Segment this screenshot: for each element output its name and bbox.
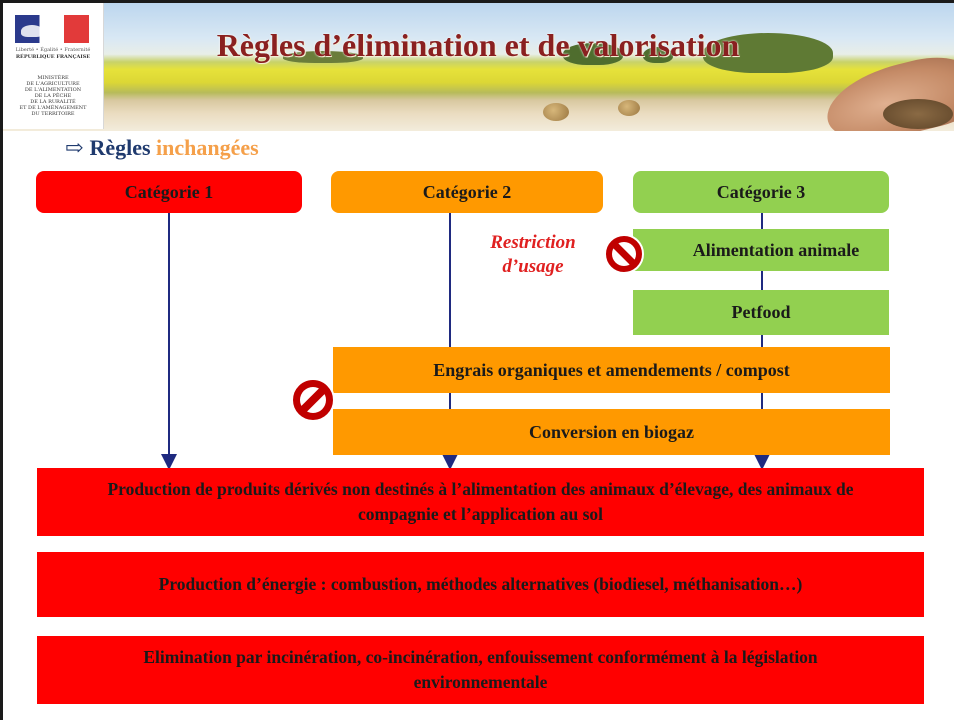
energy-production-box: Production d’énergie : combustion, métho… <box>37 552 924 617</box>
disposal-box: Elimination par incinération, co-incinér… <box>37 636 924 704</box>
right-arrow-icon: ⇨ <box>65 135 84 160</box>
soil-image <box>883 99 953 129</box>
fertilizers-box: Engrais organiques et amendements / comp… <box>333 347 890 393</box>
animal-feed-box: Alimentation animale <box>633 229 889 271</box>
restriction-note: Restriction d’usage <box>490 232 576 277</box>
hay-bale <box>618 100 640 116</box>
tree-line <box>703 33 833 73</box>
subtitle-highlight: inchangées <box>156 135 259 160</box>
logo-motto: Liberté • Égalité • Fraternité <box>15 47 91 53</box>
subtitle: ⇨Règles inchangées <box>65 135 259 161</box>
category-3-box: Catégorie 3 <box>633 171 889 213</box>
petfood-box: Petfood <box>633 290 889 335</box>
biogas-box: Conversion en biogaz <box>333 409 890 455</box>
category-1-box: Catégorie 1 <box>36 171 302 213</box>
prohibited-icon <box>604 234 644 274</box>
logo-republic: RÉPUBLIQUE FRANÇAISE <box>15 54 91 60</box>
prohibited-overlay <box>291 234 644 422</box>
category-2-box: Catégorie 2 <box>331 171 603 213</box>
marianne-profile-icon <box>21 25 43 37</box>
tree-line <box>283 51 363 63</box>
tree-line <box>563 43 623 65</box>
derived-products-box: Production de produits dérivés non desti… <box>37 468 924 536</box>
logo-ministry: MINISTÈRE DE L'AGRICULTURE DE L'ALIMENTA… <box>19 75 87 117</box>
tree-line <box>643 47 673 63</box>
header-banner: Liberté • Égalité • Fraternité RÉPUBLIQU… <box>3 3 954 131</box>
slide-title: Règles d’élimination et de valorisation <box>216 27 740 63</box>
hay-bale <box>543 103 569 121</box>
prohibited-icon <box>291 378 335 422</box>
ministry-logo: Liberté • Égalité • Fraternité RÉPUBLIQU… <box>3 3 104 129</box>
subtitle-prefix: Règles <box>89 135 151 160</box>
